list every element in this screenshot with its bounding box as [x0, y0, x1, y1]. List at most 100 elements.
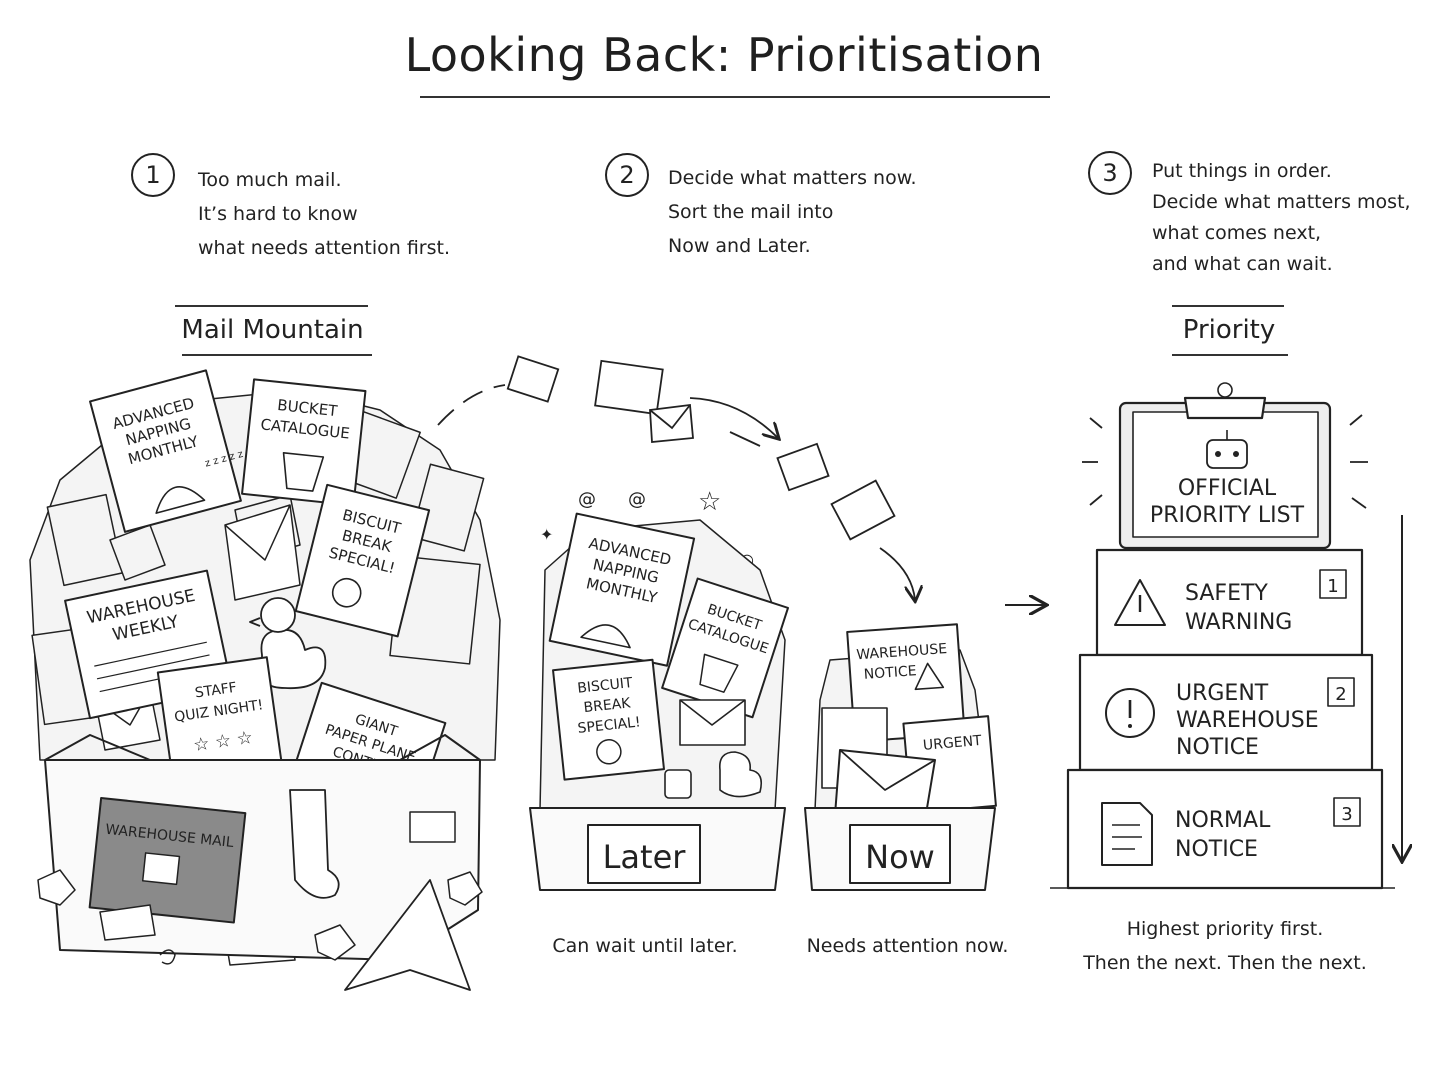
priority-item-1-line: WARNING	[1185, 610, 1292, 635]
robot-icon	[1206, 439, 1248, 469]
mountain-label-overline	[175, 305, 368, 307]
later-biscuit-line: BISCUIT	[577, 675, 634, 697]
magazine-biscuit: BISCUIT BREAK SPECIAL!	[294, 483, 431, 638]
later-caption: Can wait until later.	[552, 935, 738, 957]
swirl-icon: @	[628, 489, 646, 510]
paperclip-icon	[159, 949, 176, 965]
page-title: Looking Back: Prioritisation	[404, 28, 1044, 82]
priority-item-3-rank: 3	[1341, 804, 1352, 825]
later-magazine-napping: ADVANCED NAPPING MONTHLY	[548, 512, 696, 667]
clipboard-clip-icon	[1183, 396, 1267, 420]
flight-path	[437, 384, 506, 426]
crumpled-paper-icon	[447, 871, 483, 906]
flight-arrow-1	[689, 397, 778, 438]
sleeping-creature-icon	[155, 486, 206, 514]
sparkle-icon: ✦	[540, 525, 553, 544]
now-bin-label-card	[849, 824, 951, 884]
priority-item-2: URGENT WAREHOUSE NOTICE 2	[1078, 653, 1374, 772]
step-1-number: 1	[131, 153, 175, 197]
later-biscuit-line: SPECIAL!	[577, 714, 641, 737]
step-3-line: and what can wait.	[1152, 253, 1333, 275]
later-duck-icon	[718, 751, 763, 798]
robot-toy-icon	[664, 769, 692, 799]
note-paper-icon	[99, 904, 156, 941]
magazine-quiz-line: STAFF	[194, 680, 238, 702]
bucket-icon	[282, 452, 325, 492]
flying-note-icon	[506, 355, 560, 403]
priority-item-2-line: WAREHOUSE	[1176, 708, 1319, 733]
priority-item-3-line: NOTICE	[1175, 837, 1258, 862]
step-1-line: Too much mail.	[198, 169, 342, 191]
step-3-line: what comes next,	[1152, 222, 1322, 244]
step-1-line: It’s hard to know	[198, 203, 358, 225]
star-icon: ☆	[698, 487, 721, 517]
step-2-text: Decide what matters now. Sort the mail i…	[668, 161, 917, 263]
later-biscuit-line: BREAK	[583, 695, 632, 716]
flying-paper-icon	[776, 442, 830, 492]
priority-item-3-line: NORMAL	[1175, 808, 1271, 833]
warning-icon	[914, 662, 945, 691]
priority-caption: Highest priority first. Then the next. T…	[1060, 912, 1390, 980]
later-envelope-icon	[679, 699, 746, 746]
priority-item-2-line: URGENT	[1176, 681, 1269, 706]
step-2-line: Sort the mail into	[668, 201, 834, 223]
step-3-line: Put things in order.	[1152, 160, 1332, 182]
now-caption: Needs attention now.	[806, 935, 1009, 957]
mountain-label-underline	[182, 354, 372, 356]
step-2-line: Decide what matters now.	[668, 167, 917, 189]
priority-caption-line: Highest priority first.	[1126, 918, 1324, 940]
flight-arrow-2	[879, 547, 915, 600]
rubber-duck-icon	[249, 597, 327, 690]
step-2-number: 2	[605, 153, 649, 197]
clipboard-line: OFFICIAL	[1178, 476, 1277, 501]
priority-item-2-rank: 2	[1335, 684, 1346, 705]
swirl-icon: @	[578, 489, 596, 510]
big-paper-plane-icon	[344, 879, 471, 991]
later-bin-label-card	[587, 824, 701, 884]
crumpled-paper-icon	[37, 869, 76, 906]
now-bin-group: WAREHOUSE NOTICE URGENT Now	[804, 623, 997, 891]
priority-label-underline	[1172, 354, 1288, 356]
title-underline	[420, 96, 1050, 98]
flying-mail	[437, 355, 915, 600]
later-magazine-biscuit: BISCUIT BREAK SPECIAL!	[552, 658, 665, 781]
priority-label: Priority	[1182, 315, 1276, 345]
step-3-text: Put things in order. Decide what matters…	[1152, 156, 1411, 280]
flying-letter-icon	[594, 359, 664, 416]
priority-item-3: NORMAL NOTICE 3	[1066, 768, 1384, 890]
crumpled-paper-icon	[314, 924, 356, 961]
sock-icon	[289, 789, 340, 899]
document-icon	[1101, 802, 1153, 866]
now-notice-line: WAREHOUSE	[856, 641, 948, 663]
now-bin-label: Now	[865, 838, 935, 876]
warehouse-mail-sign: WAREHOUSE MAIL	[88, 796, 247, 924]
later-bin-group: @ @ ☆ ✦ ○ ✦ ADVANCED NAPPING MONTHLY BUC…	[529, 487, 790, 891]
now-notice-line: NOTICE	[863, 663, 917, 683]
priority-stack: OFFICIAL PRIORITY LIST SAFETY WARNING 1	[1050, 382, 1402, 890]
mail-mountain-label: Mail Mountain	[181, 315, 364, 345]
magazine-bucket: BUCKET CATALOGUE	[241, 378, 367, 507]
rank-box	[1327, 677, 1355, 707]
priority-clipboard: OFFICIAL PRIORITY LIST	[1082, 382, 1368, 550]
priority-item-1-line: SAFETY	[1185, 581, 1268, 606]
rank-box	[1333, 797, 1361, 827]
priority-label-overline	[1172, 305, 1284, 307]
rank-box	[1319, 569, 1347, 599]
now-urgent-label: URGENT	[922, 733, 982, 754]
step-2-line: Now and Later.	[668, 235, 811, 257]
mail-mountain: ADVANCED NAPPING MONTHLY z z z z z BUCKE…	[29, 369, 501, 991]
biscuit-icon	[331, 577, 362, 608]
magazine-napping: ADVANCED NAPPING MONTHLY z z z z z	[89, 369, 244, 533]
step-1-line: what needs attention first.	[198, 237, 451, 259]
priority-caption-line: Then the next. Then the next.	[1083, 952, 1367, 974]
clipboard-line: PRIORITY LIST	[1150, 503, 1305, 528]
step-3-line: Decide what matters most,	[1152, 191, 1411, 213]
flying-paper-icon	[830, 479, 896, 541]
later-magazine-bucket: BUCKET CATALOGUE	[661, 577, 790, 719]
later-bin-label: Later	[603, 838, 687, 876]
step-3-number: 3	[1088, 151, 1132, 195]
priority-item-1-rank: 1	[1327, 576, 1338, 597]
priority-item-2-line: NOTICE	[1176, 735, 1259, 760]
step-1-text: Too much mail. It’s hard to know what ne…	[198, 163, 450, 265]
